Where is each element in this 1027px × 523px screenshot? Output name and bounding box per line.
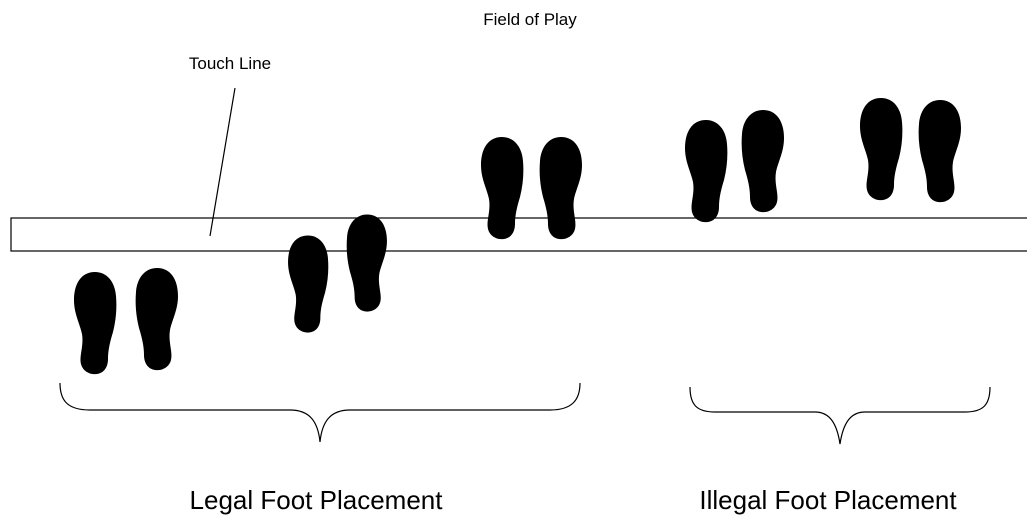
legal-placement-label: Legal Foot Placement (190, 485, 444, 515)
footprint-icon (860, 98, 903, 201)
footprint-pair-4 (685, 110, 784, 223)
footprint-pair-2 (288, 214, 387, 333)
footprint-pair-5 (860, 98, 961, 203)
footprint-pair-1 (74, 268, 178, 375)
field-of-play-label: Field of Play (483, 10, 577, 29)
footprint-icon (918, 100, 961, 203)
illegal-brace-icon (689, 386, 991, 445)
footprint-icon (481, 137, 524, 240)
footprint-icon (74, 272, 117, 375)
touch-line (10, 217, 1027, 252)
touch-line-label: Touch Line (189, 54, 271, 73)
footprint-icon (135, 268, 178, 371)
footprint-icon (539, 137, 582, 240)
footprint-pair-3 (481, 137, 582, 240)
footprint-icon (685, 120, 728, 223)
footprint-icon (288, 235, 329, 333)
footprint-icon (346, 214, 387, 312)
legal-brace-icon (59, 382, 581, 443)
touch-line-leader (209, 87, 236, 237)
illegal-placement-label: Illegal Foot Placement (699, 485, 957, 515)
footprint-icon (741, 110, 784, 213)
